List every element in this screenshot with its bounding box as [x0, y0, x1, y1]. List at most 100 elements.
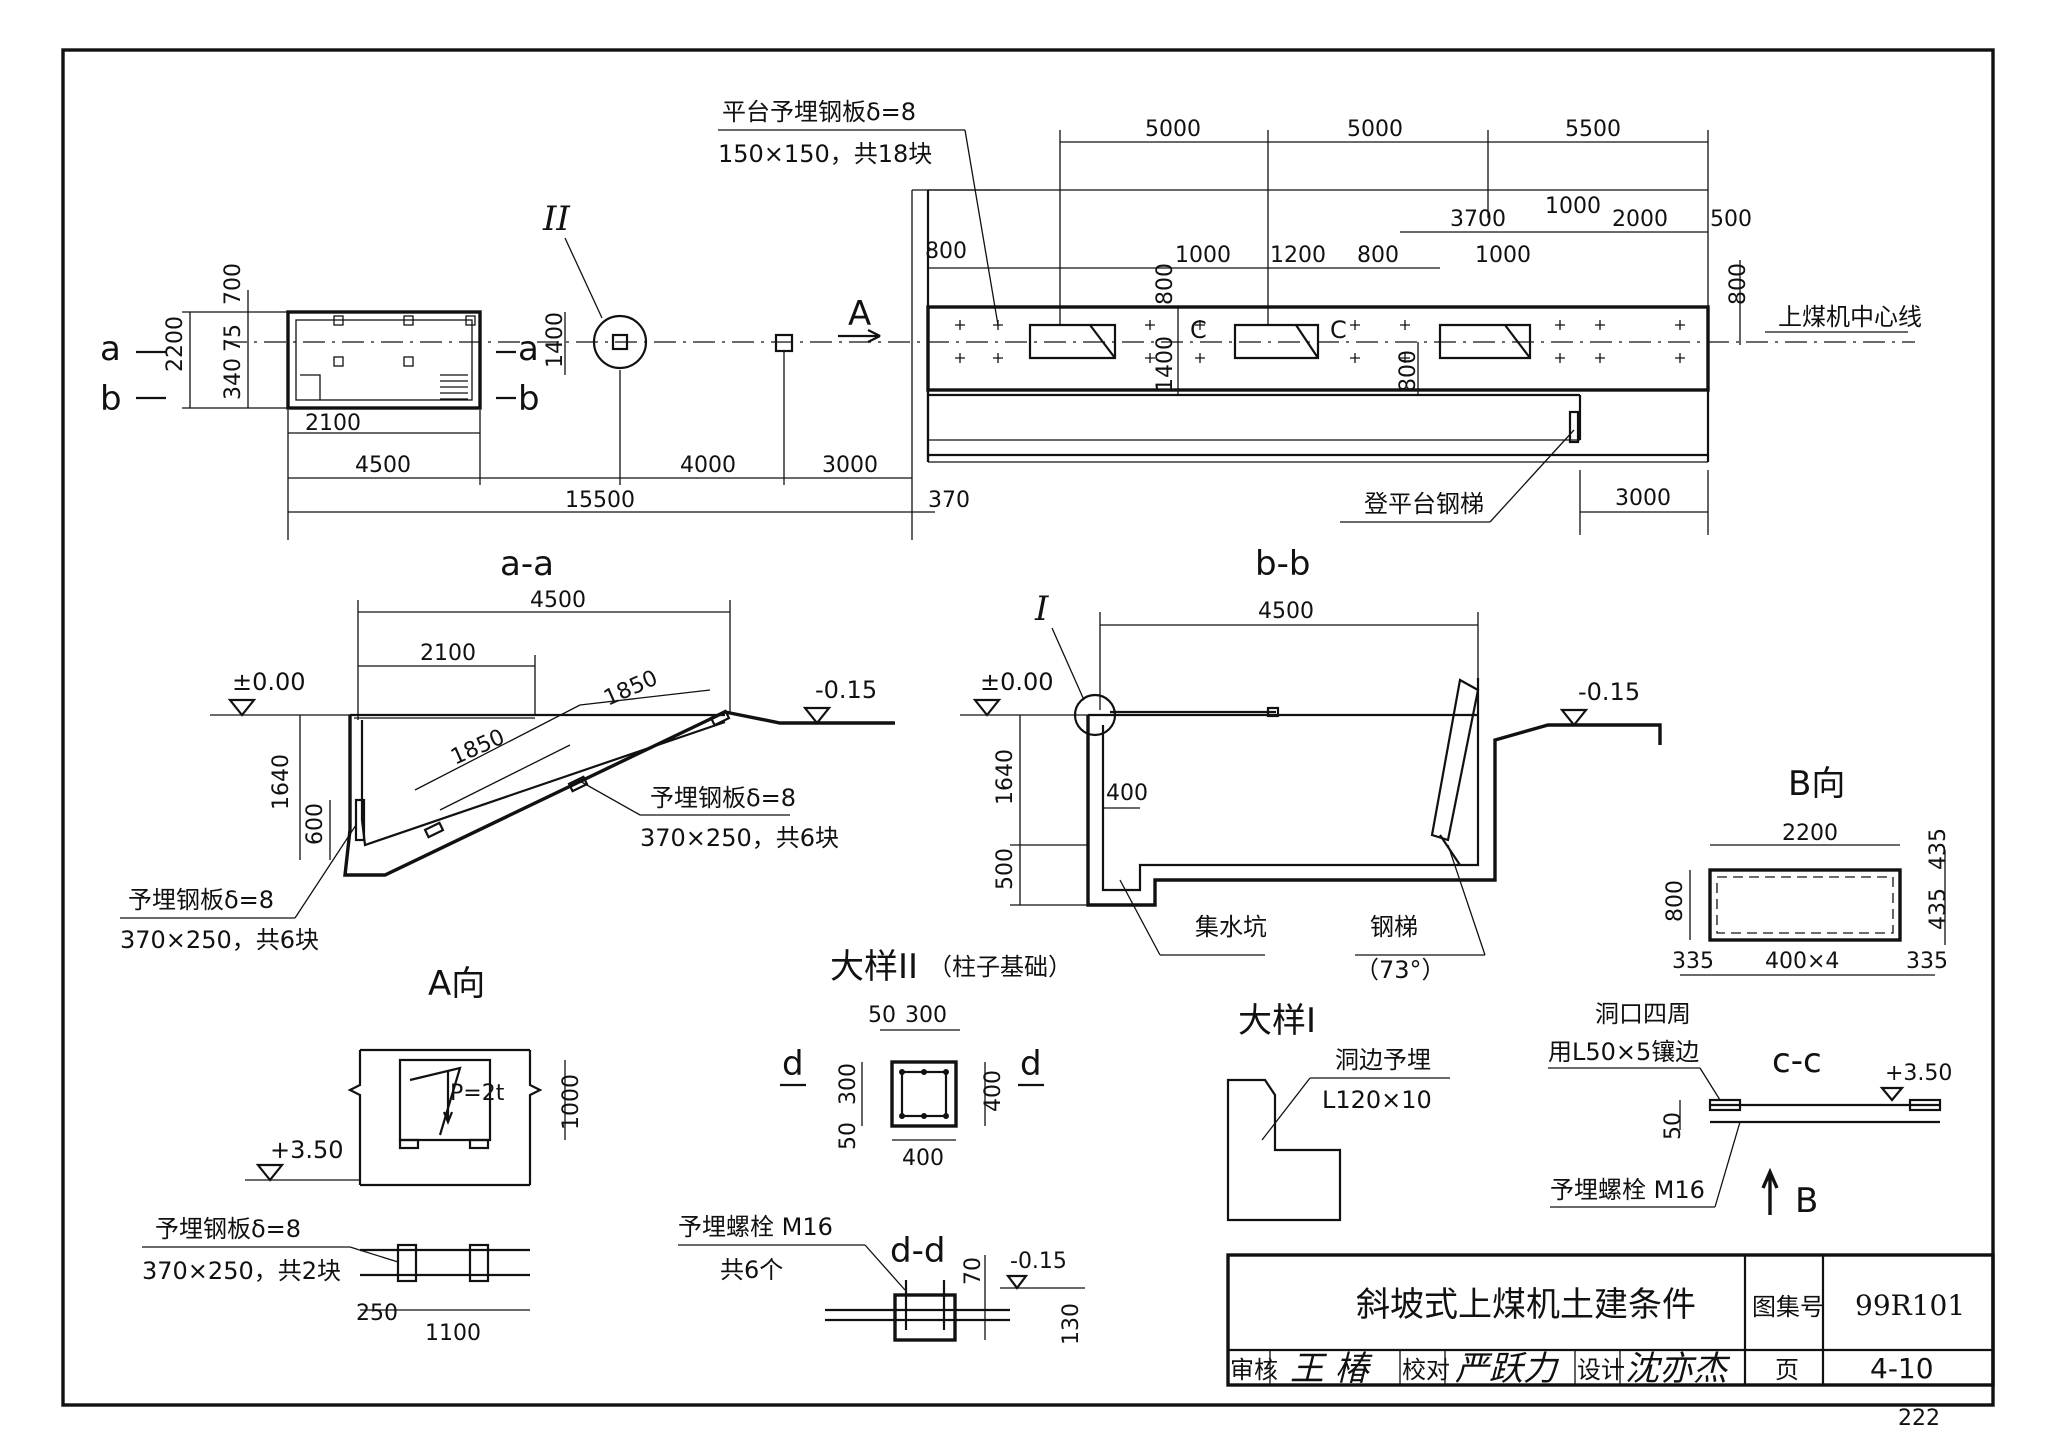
check-label: 校对 — [1402, 1356, 1450, 1384]
section-bb-dim-500: 500 — [993, 848, 1018, 890]
atlas-number: 99R101 — [1855, 1289, 1965, 1322]
hopper-plan-inner — [295, 319, 473, 401]
dim-800-a: 800 — [925, 239, 967, 264]
view-A-opening — [398, 1058, 492, 1142]
marker-II: II — [542, 199, 570, 239]
section-aa-note1-line1: 予埋钢板δ=8 — [128, 886, 274, 914]
dim-1400-plan: 1400 — [1153, 336, 1178, 392]
section-bb-sump-label: 集水坑 — [1195, 913, 1267, 941]
review-label: 审核 — [1230, 1356, 1278, 1384]
view-B-dim-435-b: 435 — [1926, 888, 1951, 930]
dim-800-right: 800 — [1726, 263, 1751, 305]
column-marker-circle — [592, 314, 648, 370]
view-marker-A: A — [848, 294, 871, 334]
section-bb-elev-zero: ±0.00 — [980, 668, 1054, 696]
section-cc-marker-B: B — [1795, 1181, 1818, 1221]
section-dd-bolt-line1: 予埋螺栓 M16 — [678, 1213, 833, 1241]
section-aa-note1-line2: 370×250，共6块 — [120, 926, 319, 954]
section-dd-dim-70: 70 — [961, 1257, 986, 1285]
section-dd-dim-130: 130 — [1059, 1303, 1084, 1345]
section-marker-C-right: C — [1330, 316, 1347, 344]
section-dd-base — [893, 1293, 957, 1342]
cut-label-b-left: b — [100, 379, 122, 419]
dim-2100: 2100 — [305, 411, 361, 436]
cut-label-a-right: a — [518, 329, 539, 369]
cut-label-b-right: b — [518, 379, 540, 419]
dim-1000-b: 1000 — [1475, 243, 1531, 268]
view-A-elev: +3.50 — [270, 1136, 344, 1164]
section-cc: c-c 洞口四周 用L50×5镶边 +3.50 50 予埋螺栓 M16 B — [1548, 1000, 1952, 1221]
detail-II-dim-400-h: 400 — [902, 1146, 944, 1171]
detail-II-dim-300-side: 300 — [836, 1063, 861, 1105]
column-plan-box — [774, 333, 794, 353]
opening-2 — [1233, 323, 1320, 360]
dim-top-5000-b: 5000 — [1347, 117, 1403, 142]
opening-1 — [1028, 323, 1117, 360]
detail-II-dim-50-top: 50 — [868, 1003, 896, 1028]
section-cc-slab — [1710, 1103, 1940, 1124]
section-aa-outline — [343, 710, 895, 877]
ladder-plan — [1568, 410, 1580, 444]
detail-II-dim-400-v: 400 — [981, 1070, 1006, 1112]
detail-I-title: 大样I — [1238, 1001, 1316, 1041]
detail-I-concrete — [1226, 1078, 1342, 1222]
section-bb-elev-minus: -0.15 — [1578, 678, 1640, 706]
view-A-note-line1: 予埋钢板δ=8 — [155, 1215, 301, 1243]
page-label: 页 — [1775, 1356, 1799, 1384]
section-aa-dim-600: 600 — [303, 803, 328, 845]
section-aa-dim-1850-upper: 1850 — [600, 666, 661, 712]
section-aa-dim-2100: 2100 — [420, 641, 476, 666]
section-bb-ladder-angle: （73°） — [1355, 956, 1446, 984]
atlas-label: 图集号 — [1752, 1293, 1824, 1321]
section-bb-dim-1640: 1640 — [993, 749, 1018, 805]
section-aa-dim-1640: 1640 — [269, 754, 294, 810]
section-cc-elev: +3.50 — [1885, 1061, 1952, 1086]
dim-3000: 3000 — [822, 453, 878, 478]
dim-3000-right: 3000 — [1615, 486, 1671, 511]
section-bb-ladder — [1430, 678, 1480, 842]
dim-1000-top: 1000 — [1545, 194, 1601, 219]
hopper-plan — [286, 310, 482, 410]
check-signature: 严跃力 — [1455, 1349, 1560, 1389]
section-cc-note-line1: 洞口四周 — [1595, 1000, 1691, 1028]
title-block: 斜坡式上煤机土建条件 图集号 99R101 页 4-10 审核 王 椿 校对 严… — [1226, 1253, 1995, 1389]
section-aa-title: a-a — [500, 544, 554, 584]
design-signature: 沈亦杰 — [1625, 1349, 1731, 1389]
conveyor-centerline-label: 上煤机中心线 — [1778, 303, 1922, 331]
section-dd-title: d-d — [890, 1231, 945, 1271]
detail-I-note-line2: L120×10 — [1322, 1086, 1432, 1114]
detail-I-note-line1: 洞边予埋 — [1335, 1046, 1431, 1074]
section-cc-dim-50: 50 — [1661, 1112, 1686, 1140]
section-dd-bolt-line2: 共6个 — [720, 1256, 783, 1284]
view-B-dim-400x4: 400×4 — [1765, 949, 1839, 974]
view-A-dim-1100: 1100 — [425, 1321, 481, 1346]
review-signature: 王 椿 — [1290, 1349, 1373, 1389]
section-bb-marker-I: I — [1034, 589, 1049, 629]
arrow-B — [1761, 1167, 1779, 1215]
section-bb-dim-4500: 4500 — [1258, 599, 1314, 624]
detail-II-base — [890, 1060, 958, 1128]
design-label: 设计 — [1577, 1356, 1625, 1384]
section-dd-elev: -0.15 — [1010, 1249, 1067, 1274]
dim-3700: 3700 — [1450, 207, 1506, 232]
dim-1400: 1400 — [543, 312, 568, 368]
dim-1200: 1200 — [1270, 243, 1326, 268]
dim-2200-left: 2200 — [163, 316, 188, 372]
section-aa-note2-line1: 予埋钢板δ=8 — [650, 784, 796, 812]
view-B-dim-335-a: 335 — [1672, 949, 1714, 974]
opening-3 — [1438, 323, 1532, 360]
section-bb-title: b-b — [1255, 544, 1310, 584]
page-number: 4-10 — [1870, 1352, 1934, 1385]
dim-top-5000-a: 5000 — [1145, 117, 1201, 142]
section-dd: d-d 予埋螺栓 M16 共6个 -0.15 70 130 — [678, 1213, 1085, 1345]
view-A-dim-250: 250 — [356, 1301, 398, 1326]
dim-370: 370 — [928, 488, 970, 513]
view-A-title: A向 — [428, 964, 485, 1004]
detail-I: 大样I 洞边予埋 L120×10 — [1226, 1001, 1450, 1222]
view-B-title: B向 — [1788, 764, 1845, 804]
section-bb-dim-400: 400 — [1106, 781, 1148, 806]
dim-4500: 4500 — [355, 453, 411, 478]
sheet-number: 222 — [1898, 1406, 1940, 1431]
section-aa-dim-1850-lower: 1850 — [447, 725, 508, 771]
